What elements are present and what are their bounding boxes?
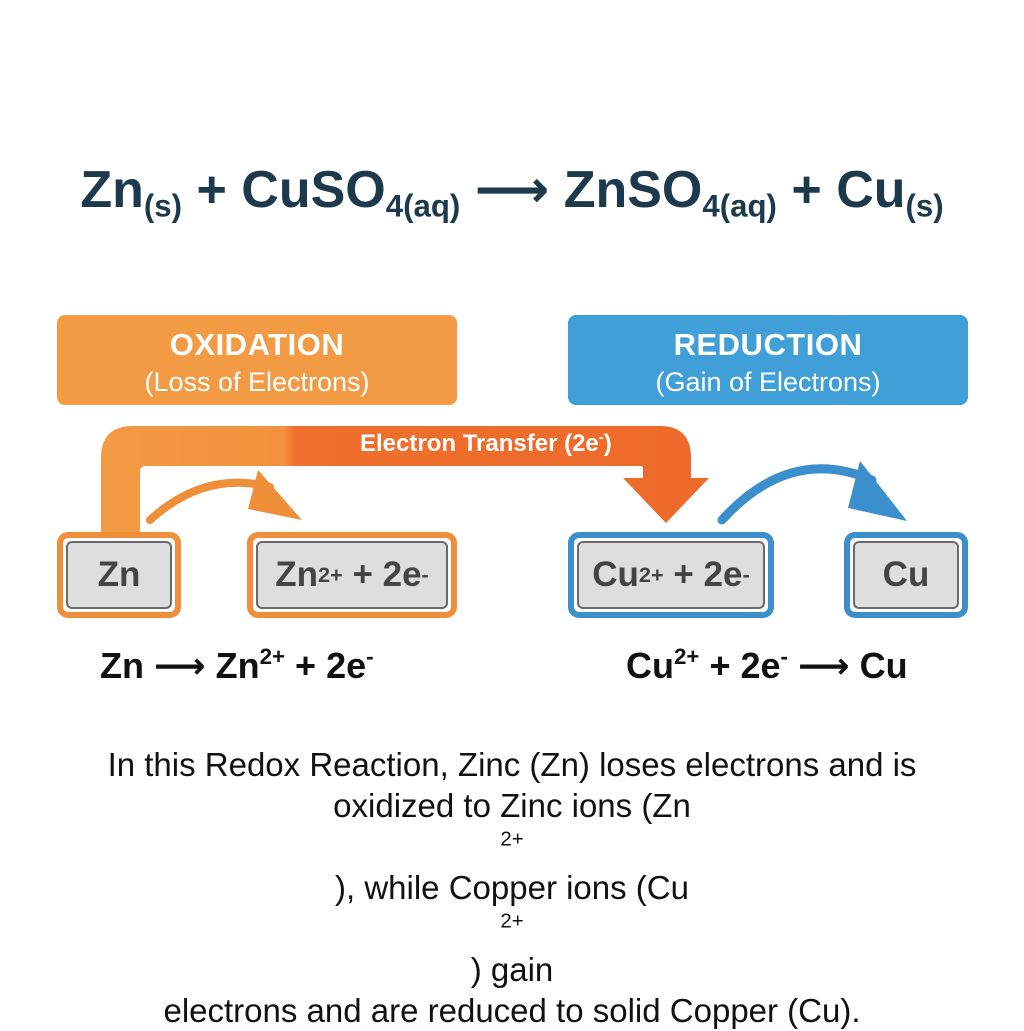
subscript-4: 4 bbox=[385, 188, 404, 224]
oxidation-title: OXIDATION bbox=[169, 327, 345, 362]
reduction-arrowhead bbox=[848, 461, 907, 521]
reactant-zn: Zn bbox=[80, 161, 144, 219]
state-solid: (s) bbox=[905, 188, 944, 224]
product-cu: Cu bbox=[836, 161, 906, 219]
cu-box-label: Cu bbox=[882, 555, 930, 594]
caption-line-3: electrons and are reduced to solid Coppe… bbox=[163, 992, 861, 1029]
overall-equation: Zn(s) + CuSO4(aq) ⟶ ZnSO4(aq) + Cu(s) bbox=[0, 160, 1024, 224]
state-aqueous: (aq) bbox=[719, 188, 777, 224]
zn-box: Zn bbox=[57, 532, 181, 618]
oxidation-arrowhead bbox=[248, 470, 302, 520]
caption-line-1: In this Redox Reaction, Zinc (Zn) loses … bbox=[107, 746, 917, 783]
reduction-subtitle: (Gain of Electrons) bbox=[655, 367, 881, 397]
reduction-half-equation: Cu2+ + 2e- ⟶ Cu bbox=[626, 644, 908, 686]
reactant-cuso4: CuSO bbox=[241, 161, 386, 219]
product-znso4: ZnSO bbox=[563, 161, 703, 219]
reduction-banner: REDUCTION (Gain of Electrons) bbox=[568, 315, 968, 405]
state-aqueous: (aq) bbox=[403, 188, 461, 224]
subscript-4: 4 bbox=[702, 188, 720, 224]
electron-transfer-label: Electron Transfer (2e-) bbox=[360, 429, 612, 457]
zn-box-label: Zn bbox=[97, 555, 141, 594]
plus-sign: + bbox=[196, 161, 227, 219]
electron-transfer-arrow bbox=[101, 426, 709, 533]
state-solid: (s) bbox=[143, 188, 182, 224]
oxidation-banner: OXIDATION (Loss of Electrons) bbox=[57, 315, 457, 405]
reaction-arrow: ⟶ bbox=[474, 161, 550, 219]
oxidation-half-equation: Zn ⟶ Zn2+ + 2e- bbox=[100, 644, 374, 686]
plus-sign: + bbox=[791, 161, 822, 219]
reduction-curved-arrow bbox=[717, 464, 877, 525]
reduction-title: REDUCTION bbox=[673, 327, 863, 362]
cu-box: Cu bbox=[844, 532, 968, 618]
oxidation-subtitle: (Loss of Electrons) bbox=[144, 367, 370, 397]
caption: In this Redox Reaction, Zinc (Zn) loses … bbox=[60, 744, 964, 1031]
